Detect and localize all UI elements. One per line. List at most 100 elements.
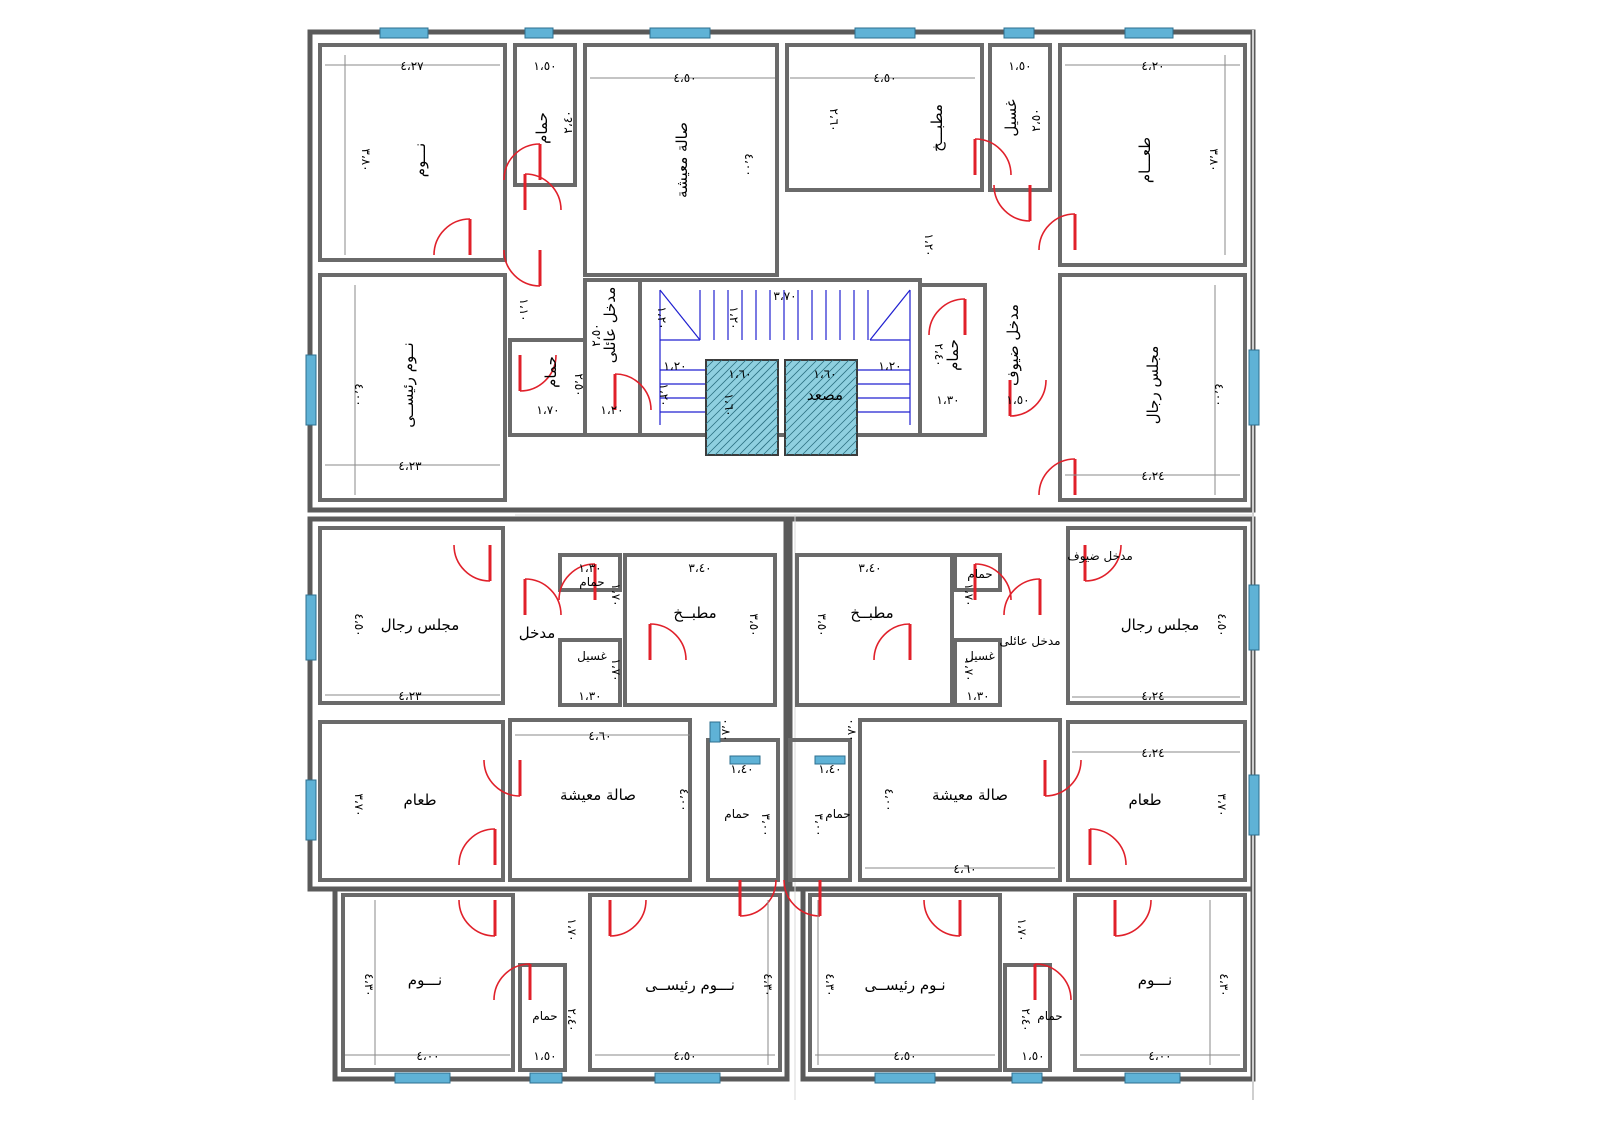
dimension-label: ٢،٥٠ (1029, 108, 1043, 131)
door-swing (873, 623, 911, 661)
dimension-label: ٣،٨٠ (1207, 148, 1221, 171)
dimension-label: ٤،٥٠ (1215, 613, 1229, 636)
room-label: مصعد (807, 386, 843, 404)
elevator-hatch (784, 359, 842, 417)
window (524, 27, 554, 39)
elevator-hatch (784, 359, 834, 409)
window (1011, 1072, 1043, 1084)
elevator-hatch (784, 359, 850, 425)
door-swing (493, 963, 531, 1001)
dimension-label: ١،٥٠ (533, 59, 556, 73)
dimension-label: ١،٧٠ (962, 658, 976, 681)
dimension-label: ١،٢٠ (663, 359, 686, 373)
dimension-label: ٠،٨٠ (719, 718, 733, 741)
dimension-label: ١،٦٠ (813, 367, 836, 381)
door-swing (739, 879, 777, 917)
room-label: صالة معيشة (673, 122, 691, 198)
door-swing (1084, 544, 1122, 582)
door-swing (1038, 458, 1076, 496)
dimension-label: ٤،٠٠ (1148, 1049, 1171, 1063)
dimension-label: ٤،٥٠ (352, 613, 366, 636)
elevator-hatch (833, 431, 858, 456)
dimension-label: ٣،٠٠ (812, 813, 826, 836)
elevator-hatch (705, 359, 723, 377)
room-label: حمام (967, 567, 992, 581)
door-swing (1034, 963, 1072, 1001)
room-label: مدخل عائلى (999, 634, 1060, 648)
dimension-label: ١،٢٠ (727, 306, 741, 329)
window (394, 1072, 451, 1084)
dimension-label: ١،٧٠ (536, 403, 559, 417)
dimension-label: ١،٧٠ (609, 583, 623, 606)
room-label: مدخل عائلى (601, 287, 619, 363)
elevator-hatch (849, 447, 858, 456)
window (654, 1072, 721, 1084)
window (1124, 1072, 1181, 1084)
dimension-label: ٤،٢٣ (398, 689, 422, 703)
window (1248, 584, 1260, 651)
dimension-label: ٤،٥٠ (673, 71, 696, 85)
elevator-hatch (784, 359, 858, 433)
windows (305, 27, 1260, 1084)
dimension-label: ٣،٤٠ (688, 561, 711, 575)
dimension-label: ٤،٣٠ (823, 973, 837, 996)
door-swing (1003, 578, 1041, 616)
window (1124, 27, 1174, 39)
elevator-hatch (784, 359, 818, 393)
door-swing (993, 184, 1031, 222)
room-label: صالة معيشة (932, 786, 1008, 804)
elevator-hatch (784, 359, 810, 385)
dimension-label: ١،٤٠ (818, 762, 841, 776)
dimension-label: ٢،٦٠ (827, 108, 841, 131)
elevator-hatch (841, 439, 858, 456)
elevator-shafts (705, 359, 858, 456)
door-swing (928, 298, 966, 336)
door-swing (458, 828, 496, 866)
room-label: مطبــخ (673, 604, 716, 622)
dimension-label: ٤،٠٠ (677, 788, 691, 811)
elevator-hatch (784, 359, 794, 369)
elevator-hatch (705, 359, 739, 393)
window (709, 721, 721, 743)
elevator-hatch (730, 407, 779, 456)
dimension-label: ٤،٣٠ (1217, 973, 1231, 996)
dimension-label: ١،٢٠ (657, 383, 671, 406)
door-swing (1038, 213, 1076, 251)
door-swing (558, 563, 596, 601)
window (854, 27, 916, 39)
elevator-hatch (705, 359, 731, 385)
door-swing (453, 544, 491, 582)
door-swing (1009, 379, 1047, 417)
dimension-label: ٤،٥٠ (673, 1049, 696, 1063)
interior-walls-bottom-left (318, 526, 782, 1072)
interior-walls-top (318, 43, 1247, 502)
dimension-label: ١،٢٠ (655, 306, 669, 329)
elevator-hatch (714, 391, 779, 456)
room-label: نــوم رئيســى (399, 342, 417, 427)
elevator-hatch (762, 439, 779, 456)
dimension-labels: ٤،٢٧ ٣،٨٠ ١،٥٠ ٢،٤٠ ٤،٥٠ ٤،٠٠ ٤،٥٠ ٢،٦٠ … (352, 59, 1231, 1063)
door-swing (974, 563, 1012, 601)
elevator-hatch (705, 367, 779, 441)
dimension-label: ٤،٢٠ (1141, 59, 1164, 73)
dimension-label: ٢،٥٠ (572, 373, 586, 396)
dimension-label: ٣،٠٠ (759, 813, 773, 836)
elevator-hatch (705, 359, 715, 369)
dimension-label: ١،٧٠ (609, 658, 623, 681)
dimension-label: ١،١٠ (517, 298, 531, 321)
door-swing (524, 578, 562, 616)
elevator-hatch (784, 359, 826, 401)
dimension-label: ٤،٢٤ (1141, 469, 1164, 483)
room-label: مطبــخ (850, 604, 893, 622)
window (529, 1072, 563, 1084)
window (814, 755, 846, 765)
dimension-label: ٤،٠٠ (416, 1049, 439, 1063)
dimension-label: ٤،٠٠ (742, 153, 756, 176)
elevator-hatch (738, 415, 779, 456)
dimension-label: ٤،٠٠ (882, 788, 896, 811)
room-label: صالة معيشة (560, 786, 636, 804)
elevator-hatch (770, 447, 779, 456)
dimension-label: ١،٥٠ (533, 1049, 556, 1063)
door-swing (519, 354, 557, 392)
